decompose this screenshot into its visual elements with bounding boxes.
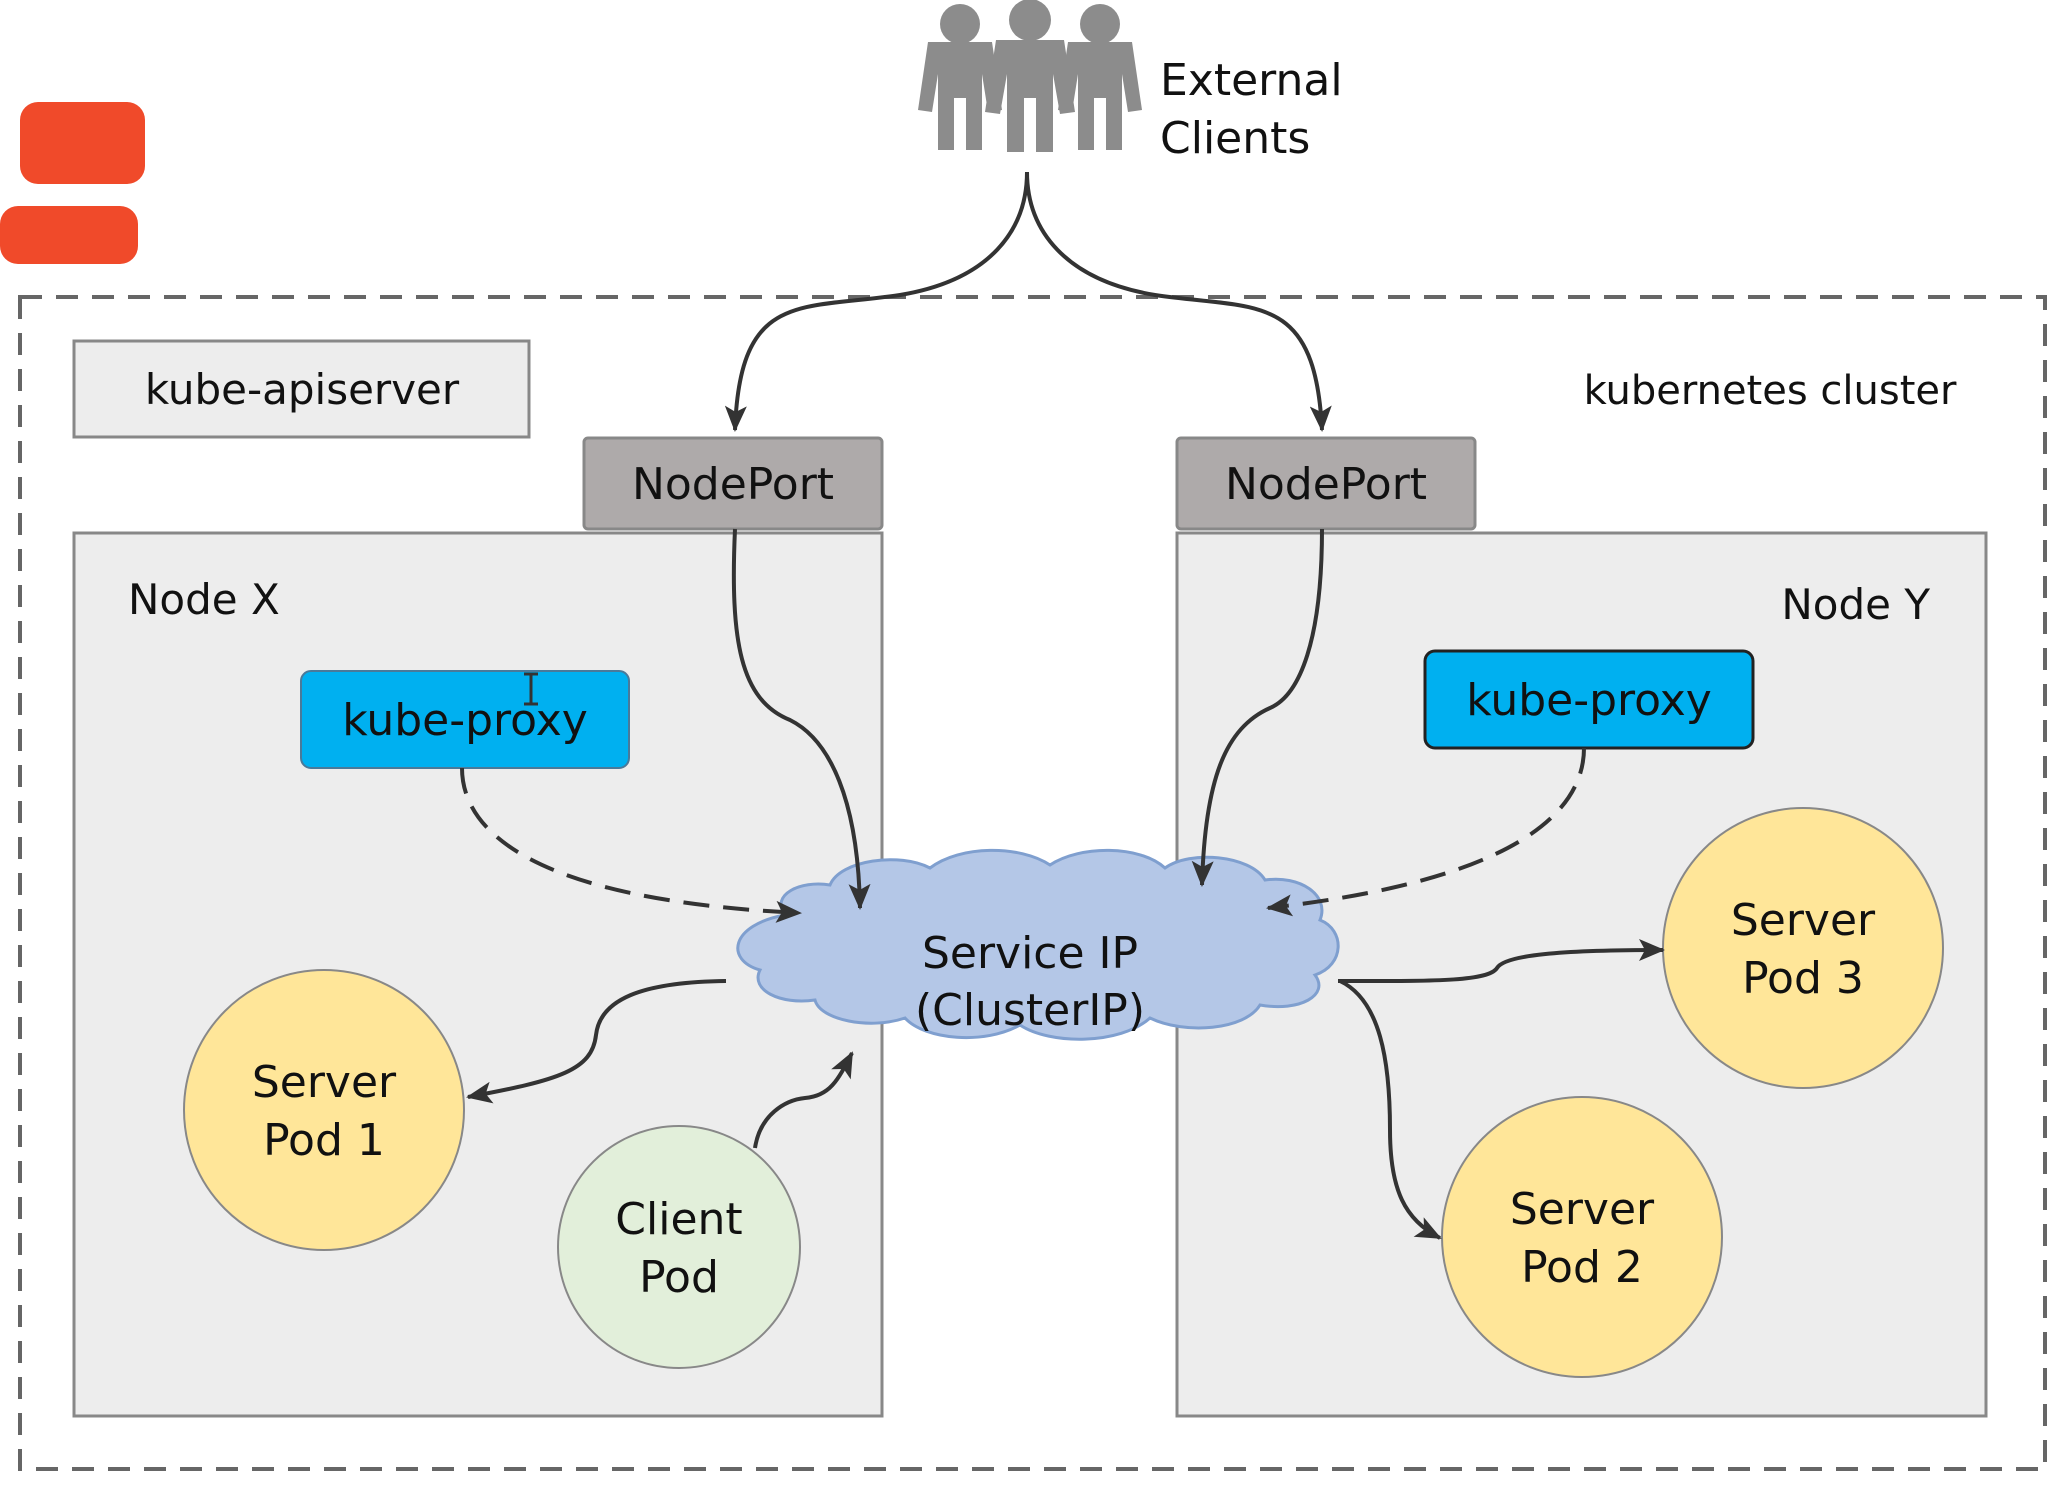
kube-proxy-y-box [1423,649,1755,750]
external-clients-label-line1: External [1160,55,1343,106]
cluster-label: kubernetes cluster [1584,368,1957,414]
kube-proxy-x-label: kube-proxy [342,695,588,746]
service-ip-cloud [736,848,1340,1041]
kube-proxy-x-box [300,670,630,769]
server-pod-1 [183,969,465,1251]
client-pod-line2: Pod [639,1252,719,1303]
server-pod-3-line1: Server [1731,895,1876,946]
nodeport-right-box [1175,436,1477,531]
server-pod-3-line2: Pod 3 [1742,953,1864,1004]
cluster-boundary [18,295,2047,1471]
nodeport-left-label: NodePort [632,459,834,510]
node-y-label: Node Y [1781,580,1930,629]
redaction-marks [0,0,560,264]
arrow-service-to-server-pod-3 [1337,939,1665,984]
kube-proxy-y-label: kube-proxy [1466,675,1712,726]
apiserver-label: kube-apiserver [145,365,460,414]
arrow-nodeport-right-to-service [1191,528,1324,887]
external-clients-label-line2: Clients [1160,113,1310,164]
client-pod [557,1125,801,1369]
arrow-kube-proxy-y-to-service [1266,747,1586,917]
server-pod-1-line1: Server [252,1057,397,1108]
arrow-service-to-server-pod-1 [466,979,727,1104]
apiserver-box [72,339,531,439]
service-ip-label-line2: (ClusterIP) [915,985,1145,1036]
text-cursor-icon [524,672,538,706]
server-pod-3 [1662,807,1944,1089]
service-ip-label-line1: Service IP [922,928,1138,979]
node-x-label: Node X [128,575,280,624]
arrow-nodeport-left-to-service [731,528,871,910]
people-group-icon [918,0,1142,152]
arrow-service-to-server-pod-2 [1339,979,1442,1240]
client-pod-line1: Client [615,1194,742,1245]
server-pod-2 [1441,1096,1723,1378]
arrow-kube-proxy-x-to-service [460,767,802,923]
arrow-clients-to-nodeport-left [724,171,1029,432]
server-pod-2-line2: Pod 2 [1521,1242,1643,1293]
nodeport-right-label: NodePort [1225,459,1427,510]
arrow-client-pod-to-service [753,1051,854,1149]
server-pod-1-line2: Pod 1 [263,1115,385,1166]
server-pod-2-line1: Server [1510,1184,1655,1235]
arrow-clients-to-nodeport-right [1025,171,1332,432]
